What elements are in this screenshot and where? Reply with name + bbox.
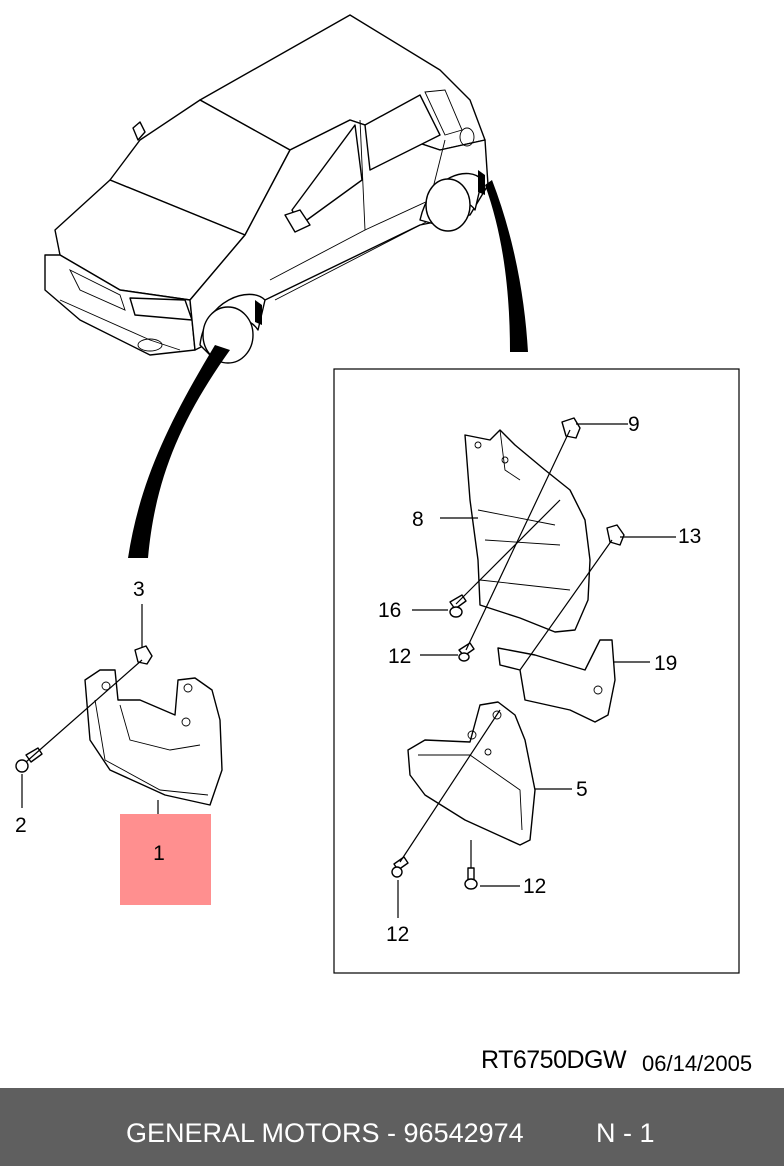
drawing-date: 06/14/2005 bbox=[642, 1051, 753, 1076]
callout-12-upper: 12 bbox=[388, 645, 411, 668]
callout-12-bottom: 12 bbox=[386, 923, 409, 946]
part-9-clip bbox=[561, 417, 581, 439]
callout-1[interactable]: 1 bbox=[153, 842, 165, 865]
car-illustration bbox=[44, 14, 489, 364]
part-12-screw-lower-left bbox=[391, 856, 409, 878]
inset-leader-lines bbox=[397, 423, 676, 918]
part-13-clip bbox=[606, 524, 625, 546]
rear-parts-inset-frame bbox=[333, 368, 740, 974]
callout-5: 5 bbox=[576, 778, 588, 801]
footer-title: GENERAL MOTORS - 96542974 bbox=[126, 1118, 524, 1148]
callout-3: 3 bbox=[133, 578, 145, 601]
rear-callout-sweep bbox=[485, 180, 528, 352]
part-8-shape bbox=[464, 429, 591, 633]
callout-16: 16 bbox=[378, 599, 401, 622]
callout-8: 8 bbox=[412, 508, 424, 531]
part-16-screw bbox=[449, 594, 467, 618]
part-5-rear-mudflap bbox=[407, 701, 536, 846]
front-leader-lines bbox=[21, 604, 159, 838]
part-1-front-mudflap bbox=[84, 669, 223, 806]
callout-9: 9 bbox=[628, 413, 640, 436]
part-19-bracket bbox=[497, 639, 616, 723]
part-12-screw-upper bbox=[458, 642, 475, 662]
footer-page-ref: N - 1 bbox=[596, 1118, 655, 1148]
drawing-reference-code: RT6750DGW bbox=[481, 1046, 627, 1074]
footer-bar: GENERAL MOTORS - 96542974 N - 1 bbox=[0, 1088, 784, 1166]
front-callout-sweep bbox=[128, 345, 230, 558]
callout-12-right: 12 bbox=[523, 875, 546, 898]
callout-13: 13 bbox=[678, 525, 701, 548]
diagram-canvas: 3 2 9 8 13 16 12 19 5 12 12 bbox=[15, 14, 740, 974]
part-12-screw-lower-right bbox=[464, 867, 478, 890]
part-3-clip bbox=[134, 645, 153, 665]
callout-19: 19 bbox=[654, 652, 677, 675]
callout-2: 2 bbox=[15, 814, 27, 837]
selected-part-highlight[interactable] bbox=[120, 814, 211, 905]
